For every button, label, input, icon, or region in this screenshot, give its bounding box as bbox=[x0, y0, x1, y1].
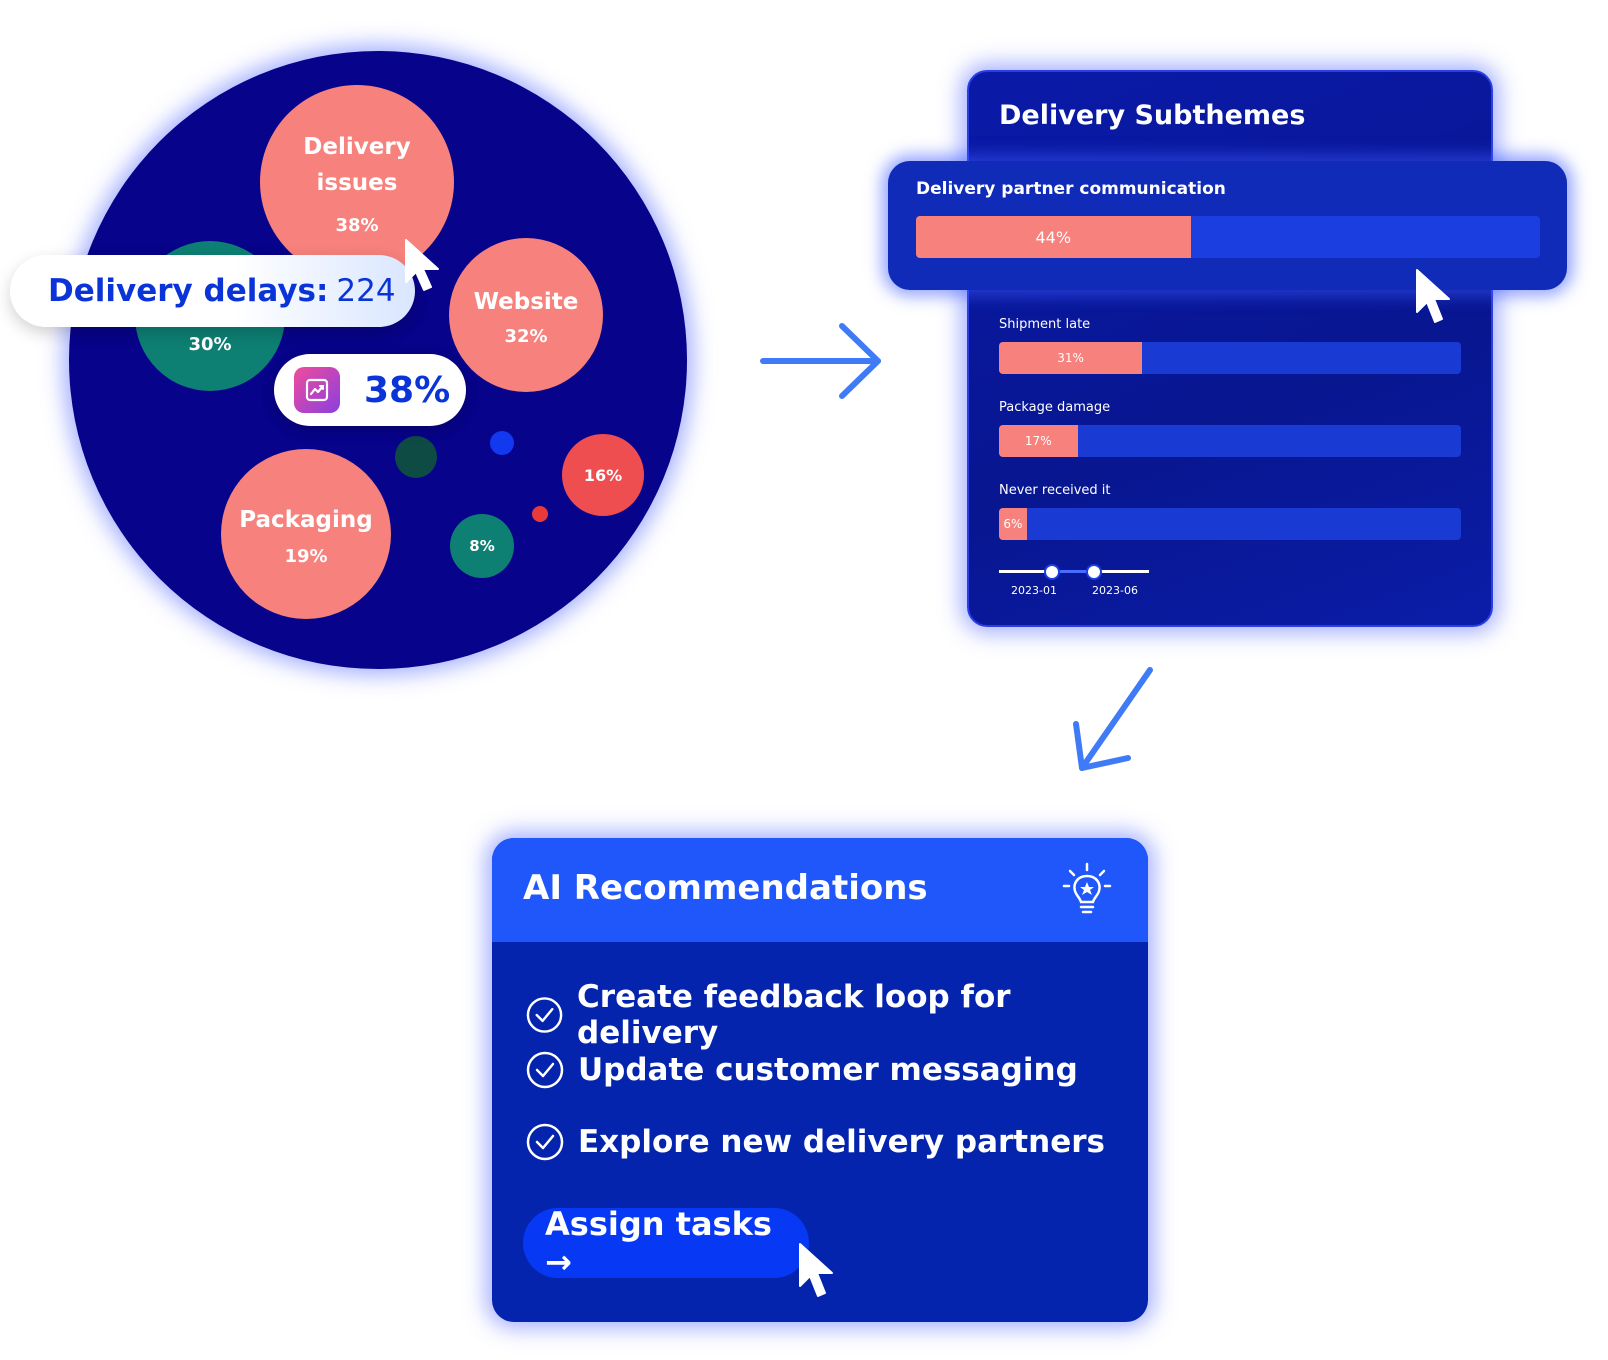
tooltip-key: Delivery delays: bbox=[48, 273, 329, 309]
date-range-end-handle[interactable] bbox=[1086, 564, 1102, 580]
check-circle-icon bbox=[526, 1123, 564, 1161]
date-range-start-label: 2023-01 bbox=[1011, 584, 1057, 597]
bubble-red-small[interactable]: 16% bbox=[562, 434, 644, 516]
trend-percent-pill: 38% bbox=[274, 354, 466, 426]
bubble-percent: 16% bbox=[583, 465, 623, 485]
subtheme-label: Shipment late bbox=[999, 317, 1091, 332]
bubble-percent: 19% bbox=[284, 545, 328, 567]
recommendation-text: Create feedback loop for delivery bbox=[577, 979, 1011, 1051]
bubble-dot-dark-teal[interactable] bbox=[395, 436, 437, 478]
bubble-label: Delivery bbox=[303, 133, 411, 160]
subtheme-bar[interactable]: 17% bbox=[999, 425, 1461, 457]
subtheme-fill: 17% bbox=[999, 425, 1078, 457]
pill-value: 38% bbox=[364, 369, 451, 411]
bubble-teal-small[interactable]: 8% bbox=[450, 514, 514, 578]
cursor-icon bbox=[799, 1243, 833, 1297]
highlighted-subtheme-label: Delivery partner communication bbox=[916, 179, 1226, 199]
bar-percent: 31% bbox=[1057, 351, 1084, 365]
lightbulb-star-icon bbox=[1062, 862, 1112, 914]
subtheme-label: Never received it bbox=[999, 483, 1111, 498]
subtheme-fill: 6% bbox=[999, 508, 1027, 540]
subtheme-bar[interactable]: 6% bbox=[999, 508, 1461, 540]
trend-chart-icon bbox=[294, 367, 340, 413]
bubble-label: Website bbox=[473, 288, 579, 315]
bar-percent: 17% bbox=[1024, 434, 1052, 448]
arrow-right-icon bbox=[760, 323, 881, 399]
bar-percent: 6% bbox=[1003, 517, 1023, 531]
check-circle-icon bbox=[526, 997, 563, 1033]
bubble-delivery-issues[interactable]: Delivery issues 38% bbox=[260, 85, 454, 279]
subtheme-label: Package damage bbox=[999, 400, 1111, 415]
date-range-start-handle[interactable] bbox=[1044, 564, 1060, 580]
ai-recommendations-card: AI Recommendations Create feedback loop … bbox=[492, 838, 1148, 1322]
subthemes-title: Delivery Subthemes bbox=[999, 100, 1306, 131]
recommendation-item[interactable]: Create feedback loop for delivery bbox=[526, 979, 1148, 1051]
recommendation-item[interactable]: Explore new delivery partners bbox=[526, 1123, 1105, 1161]
highlighted-subtheme-fill: 44% bbox=[916, 216, 1191, 258]
bubble-dot-red[interactable] bbox=[532, 506, 548, 522]
date-range-selection bbox=[1051, 570, 1093, 573]
bubble-percent: 38% bbox=[335, 214, 379, 236]
delivery-delays-tooltip: Delivery delays: 224 bbox=[10, 255, 415, 327]
ai-card-title: AI Recommendations bbox=[523, 868, 928, 908]
recommendation-text: Explore new delivery partners bbox=[578, 1124, 1105, 1160]
subtheme-bar[interactable]: 31% bbox=[999, 342, 1461, 374]
recommendation-text: Update customer messaging bbox=[578, 1052, 1078, 1088]
recommendation-item[interactable]: Update customer messaging bbox=[526, 1051, 1078, 1089]
cursor-icon bbox=[405, 239, 439, 291]
bubble-label: issues bbox=[316, 169, 398, 196]
date-range-end-label: 2023-06 bbox=[1092, 584, 1138, 597]
bubble-packaging[interactable]: Packaging 19% bbox=[221, 449, 391, 619]
bubble-percent: 30% bbox=[188, 333, 232, 355]
ai-card-header: AI Recommendations bbox=[492, 838, 1148, 942]
bubble-percent: 32% bbox=[504, 325, 548, 347]
highlighted-subtheme-bar[interactable]: 44% bbox=[916, 216, 1540, 258]
bubble-website[interactable]: Website 32% bbox=[449, 238, 603, 392]
bubble-percent: 8% bbox=[469, 537, 495, 555]
bubble-dot-blue[interactable] bbox=[490, 431, 514, 455]
arrow-down-left-icon bbox=[1073, 667, 1153, 771]
assign-tasks-button[interactable]: Assign tasks → bbox=[523, 1205, 809, 1281]
subtheme-fill: 31% bbox=[999, 342, 1143, 374]
check-circle-icon bbox=[526, 1051, 564, 1089]
bar-percent: 44% bbox=[1035, 227, 1072, 247]
tooltip-value: 224 bbox=[336, 273, 396, 309]
bubble-label: Packaging bbox=[239, 506, 373, 533]
cursor-icon bbox=[1416, 269, 1450, 323]
